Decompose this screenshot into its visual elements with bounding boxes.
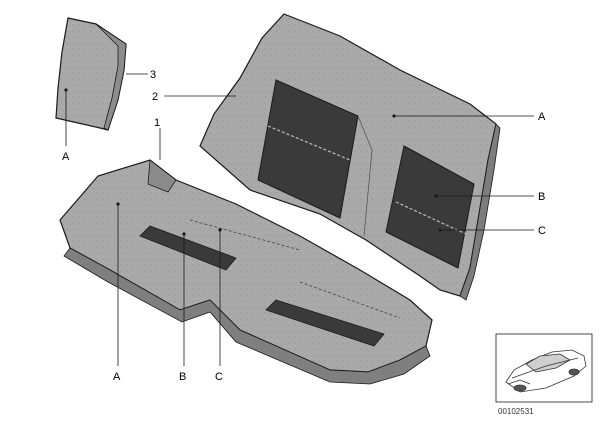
callout-backrest-b: B — [538, 191, 545, 203]
leader-lines — [65, 73, 534, 366]
callout-headrest-a: A — [62, 151, 70, 163]
headrest-cover — [55, 17, 127, 131]
callout-backrest-a: A — [538, 111, 546, 123]
callout-cushion-a: A — [113, 371, 121, 383]
reference-number: 00102531 — [498, 407, 534, 416]
vehicle-inset: 00102531 — [495, 333, 593, 416]
seat-cushion-cover — [59, 159, 433, 385]
callout-part-1: 1 — [154, 117, 160, 129]
callout-backrest-c: C — [538, 225, 546, 237]
car-icon — [505, 349, 587, 393]
callout-part-2: 2 — [152, 91, 158, 103]
callout-part-3: 3 — [150, 69, 156, 81]
callout-cushion-c: C — [215, 371, 223, 383]
backrest-cover — [199, 13, 501, 301]
callout-cushion-b: B — [179, 371, 186, 383]
